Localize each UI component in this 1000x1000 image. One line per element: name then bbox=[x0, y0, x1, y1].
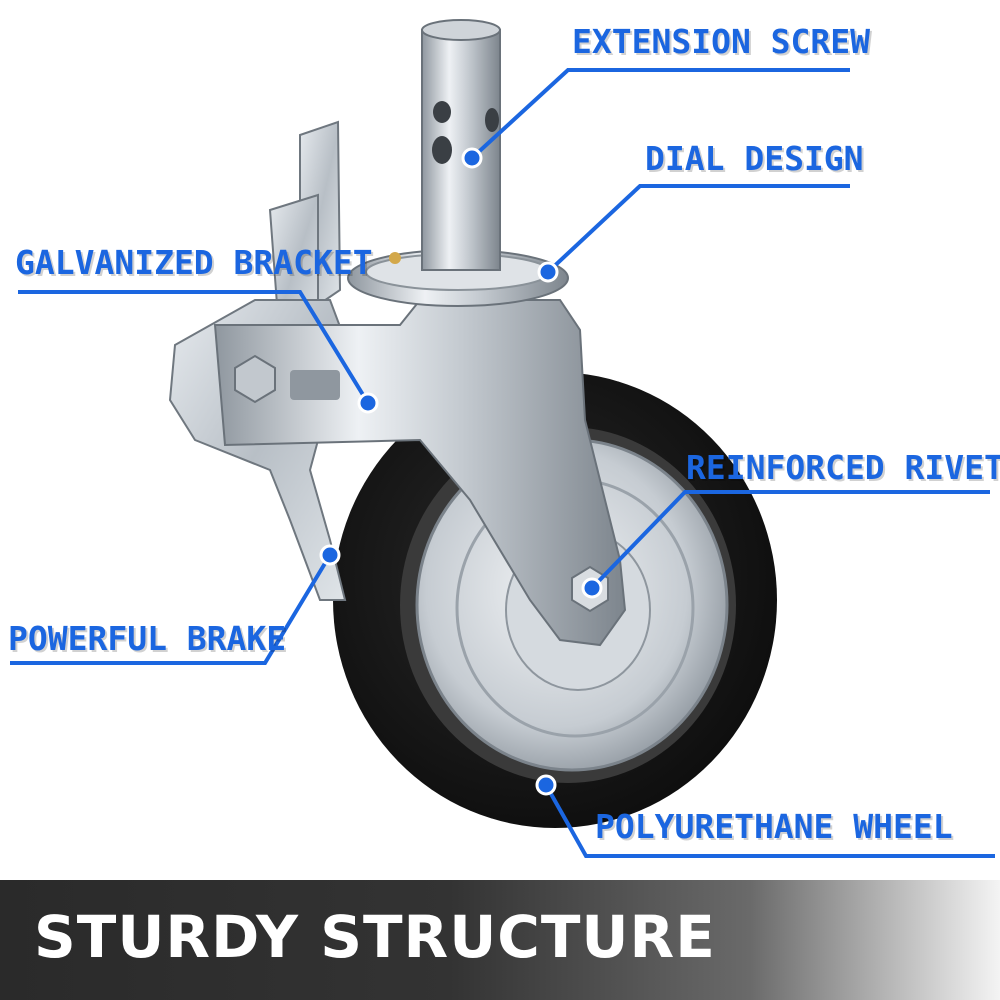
dot-galvanized-bracket bbox=[357, 392, 379, 414]
label-extension-screw: EXTENSION SCREW bbox=[572, 22, 871, 61]
callout-lines bbox=[10, 68, 995, 858]
dot-powerful-brake bbox=[319, 544, 341, 566]
dot-reinforced-rivets bbox=[581, 577, 603, 599]
callout-polyurethane-wheel bbox=[544, 784, 995, 858]
caster-wheel-drawing bbox=[10, 19, 995, 858]
callout-reinforced-rivets bbox=[590, 490, 990, 590]
label-galvanized-bracket: GALVANIZED BRACKET bbox=[15, 243, 373, 282]
dot-extension-screw bbox=[461, 147, 483, 169]
galvanized-bracket bbox=[213, 299, 627, 647]
dot-polyurethane-wheel bbox=[535, 774, 557, 796]
label-polyurethane-wheel: POLYURETHANE WHEEL bbox=[595, 807, 953, 846]
label-powerful-brake: POWERFUL BRAKE bbox=[8, 619, 287, 658]
label-reinforced-rivets: REINFORCED RIVETS bbox=[686, 448, 1000, 487]
callout-dial-design bbox=[546, 184, 850, 274]
label-dial-design: DIAL DESIGN bbox=[645, 139, 864, 178]
bottom-banner: STURDY STRUCTURE bbox=[0, 880, 1000, 1000]
extension-screw bbox=[421, 19, 501, 271]
callout-extension-screw bbox=[470, 68, 850, 160]
callout-galvanized-bracket bbox=[18, 290, 370, 405]
banner-title: STURDY STRUCTURE bbox=[34, 903, 716, 971]
callout-powerful-brake bbox=[10, 553, 332, 665]
dial-ring bbox=[347, 249, 569, 307]
dot-dial-design bbox=[537, 261, 559, 283]
product-illustration: EXTENSION SCREW DIAL DESIGN GALVANIZED B… bbox=[8, 19, 1000, 858]
callout-dots bbox=[319, 147, 603, 796]
